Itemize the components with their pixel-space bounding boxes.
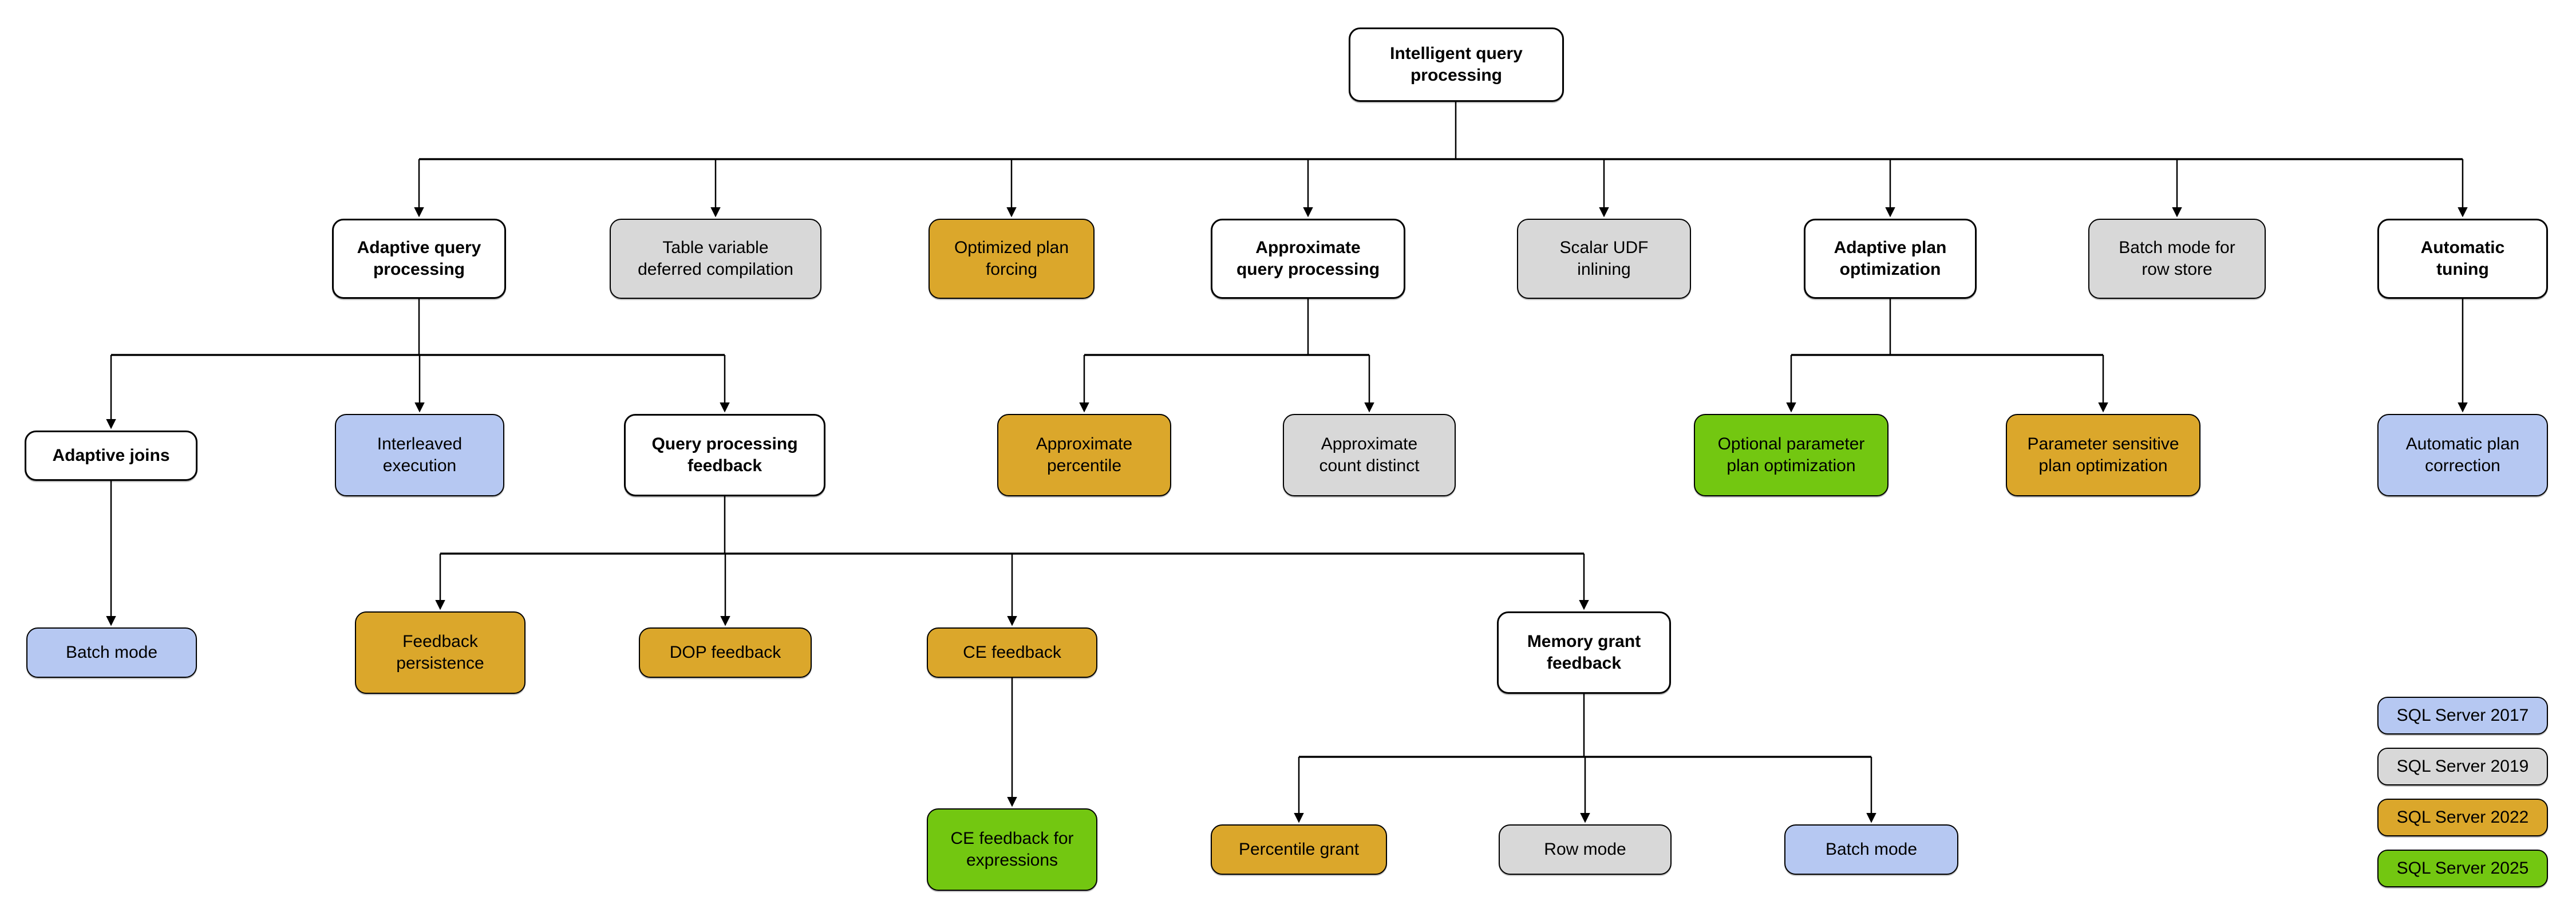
node-ce-feedback: CE feedback [927, 627, 1097, 678]
node-intelligent-query-processing: Intelligent query processing [1349, 27, 1564, 102]
node-approximate-percentile: Approximate percentile [997, 414, 1171, 496]
node-optimized-plan-forcing: Optimized plan forcing [929, 219, 1095, 299]
node-memory-grant-feedback: Memory grant feedback [1497, 611, 1671, 694]
node-approximate-query-processing: Approximate query processing [1211, 219, 1405, 299]
node-scalar-udf-inlining: Scalar UDF inlining [1517, 219, 1691, 299]
node-feedback-persistence: Feedback persistence [355, 611, 526, 694]
legend-sql-server-2017: SQL Server 2017 [2377, 697, 2548, 735]
node-parameter-sensitive-plan-optimization: Parameter sensitive plan optimization [2006, 414, 2200, 496]
node-interleaved-execution: Interleaved execution [335, 414, 504, 496]
node-dop-feedback: DOP feedback [639, 627, 812, 678]
node-batch-mode-for-row-store: Batch mode for row store [2088, 219, 2266, 299]
legend-sql-server-2022: SQL Server 2022 [2377, 799, 2548, 836]
legend-sql-server-2019: SQL Server 2019 [2377, 748, 2548, 785]
node-batch-mode-memory-grant: Batch mode [1784, 824, 1958, 875]
node-adaptive-joins: Adaptive joins [25, 431, 197, 481]
node-percentile-grant: Percentile grant [1211, 824, 1387, 875]
legend-sql-server-2025: SQL Server 2025 [2377, 850, 2548, 887]
node-adaptive-plan-optimization: Adaptive plan optimization [1804, 219, 1977, 299]
node-adaptive-query-processing: Adaptive query processing [332, 219, 506, 299]
node-batch-mode-adaptive-joins: Batch mode [26, 627, 197, 678]
node-approximate-count-distinct: Approximate count distinct [1283, 414, 1456, 496]
node-optional-parameter-plan-optimization: Optional parameter plan optimization [1694, 414, 1888, 496]
node-table-variable-deferred-compilation: Table variable deferred compilation [610, 219, 821, 299]
node-row-mode: Row mode [1499, 824, 1672, 875]
node-query-processing-feedback: Query processing feedback [624, 414, 825, 496]
node-automatic-tuning: Automatic tuning [2377, 219, 2548, 299]
node-automatic-plan-correction: Automatic plan correction [2377, 414, 2548, 496]
node-ce-feedback-for-expressions: CE feedback for expressions [927, 808, 1097, 891]
